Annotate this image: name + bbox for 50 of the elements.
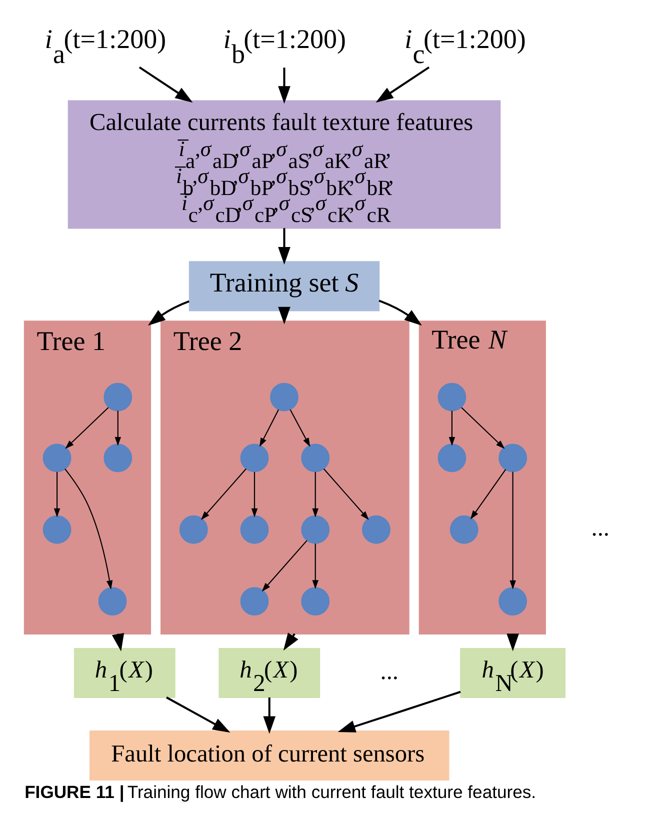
node-circle (438, 443, 466, 472)
cluster: Tree 2 (160, 320, 410, 634)
arrow (251, 471, 258, 517)
node-circle (301, 514, 330, 544)
node-circle (42, 514, 72, 544)
node-circle (104, 443, 132, 472)
arrow (278, 228, 290, 264)
arrow (64, 468, 113, 589)
arrow (114, 410, 122, 446)
arrow (54, 471, 60, 517)
node-circle (240, 443, 269, 472)
node-circle (498, 443, 528, 472)
arrow (510, 471, 516, 589)
arrow (448, 410, 456, 446)
node-circle (301, 586, 330, 616)
node-circle (240, 514, 269, 544)
arrow (312, 543, 318, 589)
node-circle (450, 514, 478, 544)
node-circle (104, 382, 132, 411)
arrow (65, 406, 109, 448)
arrow (470, 468, 506, 519)
node-circle (270, 382, 298, 411)
label: ... (591, 514, 610, 542)
arrow (200, 468, 246, 520)
arrow (338, 690, 461, 732)
node-circle (498, 586, 528, 616)
label: ... (380, 657, 399, 684)
arrow (263, 696, 276, 734)
node-circle (179, 514, 208, 544)
arrow (376, 66, 430, 102)
node-circle (42, 443, 72, 472)
node-circle (98, 586, 127, 616)
arrow (148, 300, 190, 326)
arrow (278, 306, 290, 324)
node-circle (438, 382, 466, 411)
arrow (259, 408, 279, 446)
node-circle (240, 586, 269, 616)
arrow (290, 408, 310, 446)
arrow (323, 468, 369, 520)
arrow (312, 471, 318, 517)
arrow (278, 67, 290, 104)
arrow (461, 406, 505, 448)
caption: FIGURE 11 | Training flow chart with current fault texture features. (24, 781, 536, 802)
arrow (262, 540, 308, 592)
node-circle (362, 514, 390, 544)
node-circle (301, 443, 330, 472)
node-box: Fault location of current sensors (90, 730, 450, 780)
arrow (138, 66, 193, 102)
arrow (378, 299, 422, 326)
arrow (166, 696, 230, 732)
